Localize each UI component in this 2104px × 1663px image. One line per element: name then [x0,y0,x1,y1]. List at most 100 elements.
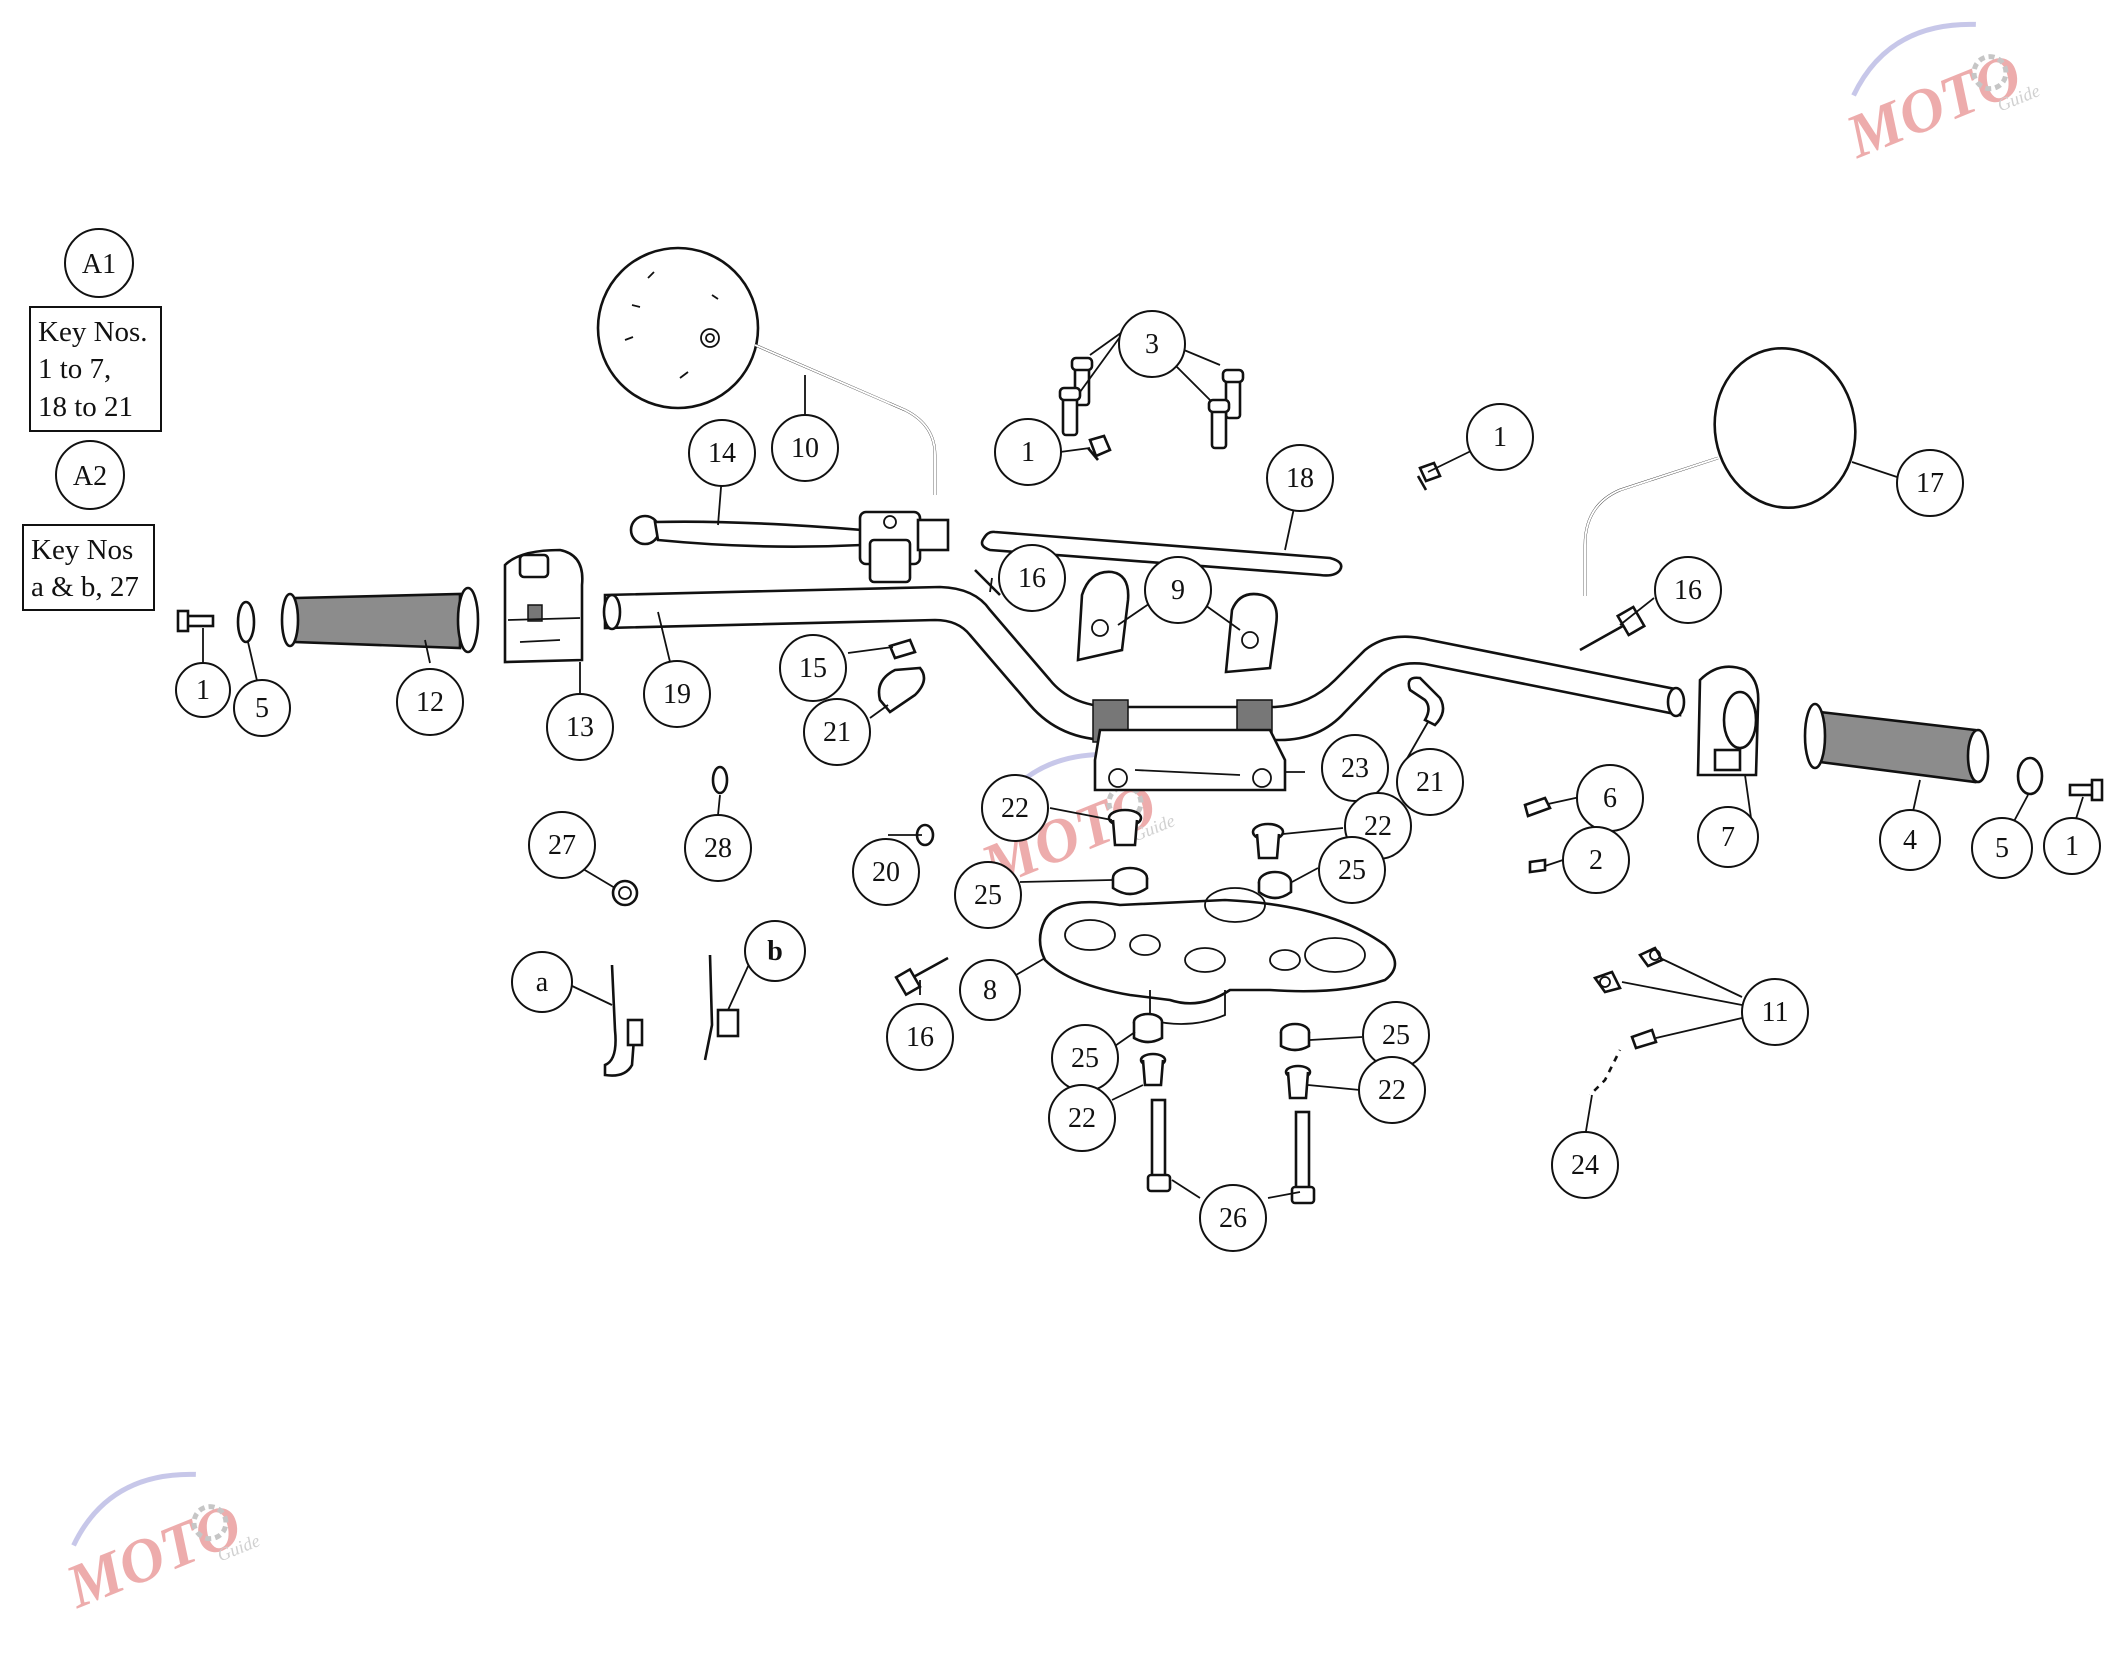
callout-16-right-label: 16 [1674,575,1702,606]
callout-22-lower-right-label: 22 [1378,1075,1406,1106]
bolts-16-drawing [894,569,1647,997]
callout-16-bottom: 16 [886,1003,954,1071]
callout-25-upper-right-label: 25 [1338,855,1366,886]
callout-1-upper-left-label: 1 [1021,437,1035,468]
callout-25-lower-right-label: 25 [1382,1020,1410,1051]
watermark-bottom-left: MOTO Guide [56,1471,263,1622]
brace-bar-drawing [980,530,1343,577]
callout-22-lower-left-label: 22 [1068,1103,1096,1134]
callout-8: 8 [959,959,1021,1021]
callout-1-right-end: 1 [2043,817,2101,875]
callout-21-left: 21 [803,698,871,766]
legend-a1-line-1: Key Nos. [38,316,148,348]
callout-27: 27 [528,811,596,879]
legend-a1-line-3: 18 to 21 [38,391,133,423]
callout-26-label: 26 [1219,1203,1247,1234]
callout-16-top: 16 [998,544,1066,612]
callout-18: 18 [1266,444,1334,512]
callout-25-lower-left: 25 [1051,1024,1119,1092]
legend-a2-line-2: a & b, 27 [31,571,139,603]
callout-b-label: b [767,936,783,967]
legend-a1-line-2: 1 to 7, [38,353,111,385]
callout-16-bottom-label: 16 [906,1022,934,1053]
callout-11: 11 [1741,978,1809,1046]
callout-16-right: 16 [1654,556,1722,624]
callout-1-right-end-label: 1 [2065,831,2079,862]
clutch-lever-drawing [629,510,950,584]
legend-a1-box [29,306,162,432]
clips-connector-drawing [1588,946,1664,1097]
callout-14: 14 [688,419,756,487]
callout-12: 12 [396,668,464,736]
left-grip-drawing [280,586,480,654]
legend-a2-badge-text: A2 [73,461,107,492]
callout-22-lower-left: 22 [1048,1084,1116,1152]
callout-1-left-end-label: 1 [196,675,210,706]
clamp-bolts-drawing [1058,356,1245,450]
small-screws-drawing [1087,434,1442,491]
callout-9-label: 9 [1171,575,1185,606]
callout-1-left-end: 1 [175,662,231,718]
legend-a1-badge: A1 [64,228,134,298]
callout-5-left-label: 5 [255,693,269,724]
callout-25-upper-left-label: 25 [974,880,1002,911]
callout-19-label: 19 [663,679,691,710]
callout-22-upper-left: 22 [981,774,1049,842]
small-clips-drawing [611,638,1552,907]
callout-16-top-label: 16 [1018,563,1046,594]
callout-11-label: 11 [1762,997,1789,1028]
callout-25-upper-right: 25 [1318,836,1386,904]
callout-28: 28 [684,814,752,882]
left-end-parts-drawing [176,600,256,644]
legend-a2-box [22,524,155,611]
left-mirror-drawing [596,246,937,495]
callout-2: 2 [1562,826,1630,894]
callout-9: 9 [1144,556,1212,624]
callout-1-upper-right: 1 [1466,403,1534,471]
cables-a-b-drawing [603,954,740,1077]
callout-25-lower-right: 25 [1362,1001,1430,1069]
handlebar-clamp-base-drawing [1093,728,1287,792]
right-end-parts-drawing [2016,756,2104,802]
callout-5-right-label: 5 [1995,833,2009,864]
callout-26: 26 [1199,1184,1267,1252]
long-bolts-drawing [1146,1098,1316,1205]
callout-1-upper-right-label: 1 [1493,422,1507,453]
legend-a2-line-1: Key Nos [31,534,133,566]
callout-21-left-label: 21 [823,717,851,748]
leader-lines [202,329,2084,1199]
callout-13-label: 13 [566,712,594,743]
legend-a1-badge-text: A1 [82,249,116,280]
legend-a2: A2 Key Nos a & b, 27 [22,440,155,611]
right-grip-drawing [1803,702,1990,784]
callout-2-label: 2 [1589,845,1603,876]
callout-18-label: 18 [1286,463,1314,494]
callout-8-label: 8 [983,975,997,1006]
callout-24-label: 24 [1571,1150,1599,1181]
watermark-top-right: MOTO Guide [1836,21,2043,172]
callout-10-label: 10 [791,433,819,464]
callout-5-left: 5 [233,679,291,737]
top-yoke-drawing [1038,887,1397,1025]
right-switch-housing-drawing [1696,665,1760,777]
callout-1-upper-left: 1 [994,418,1062,486]
callout-5-right: 5 [1971,817,2033,879]
callout-28-label: 28 [704,833,732,864]
clamp-caps-drawing [1076,570,1278,674]
callout-3: 3 [1118,310,1186,378]
callout-7: 7 [1697,806,1759,868]
callout-22-upper-left-label: 22 [1001,793,1029,824]
callout-7-label: 7 [1721,822,1735,853]
callout-22-lower-right: 22 [1358,1056,1426,1124]
handlebar-drawing [602,585,1686,743]
legend-a1: A1 Key Nos. 1 to 7, 18 to 21 [29,228,162,432]
callout-21-right-label: 21 [1416,767,1444,798]
callout-15: 15 [779,634,847,702]
left-switch-housing-drawing [503,548,584,664]
callout-13: 13 [546,693,614,761]
washers-grommets-drawing [1107,808,1312,1100]
callout-27-label: 27 [548,830,576,861]
callout-20: 20 [852,838,920,906]
callout-6: 6 [1576,764,1644,832]
